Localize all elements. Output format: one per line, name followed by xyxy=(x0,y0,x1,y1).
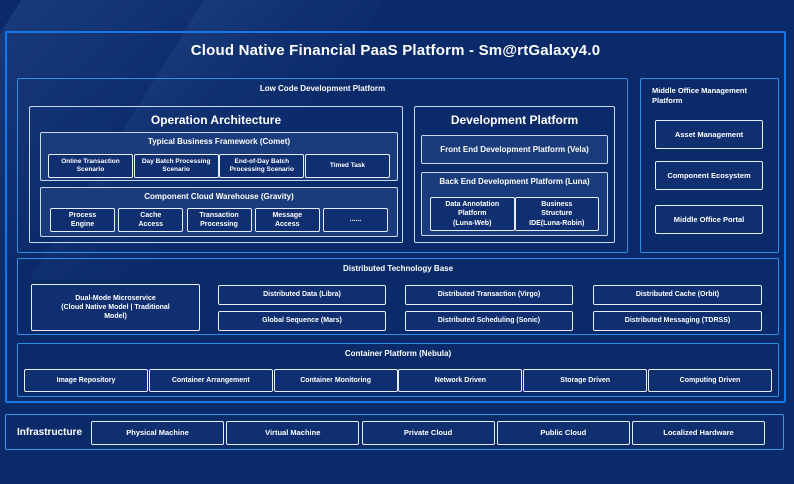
luna-items-row: Data Annotation Platform (Luna-Web) Busi… xyxy=(430,197,599,231)
middle-office-title: Middle Office Management Platform xyxy=(652,86,748,105)
dist-item-distributed-cache: Distributed Cache (Orbit) xyxy=(593,285,762,305)
dist-item-distributed-transaction: Distributed Transaction (Virgo) xyxy=(405,285,573,305)
front-end-platform-vela-box: Front End Development Platform (Vela) xyxy=(421,135,608,164)
middle-office-item-asset-management: Asset Management xyxy=(655,120,763,149)
comet-item-day-batch: Day Batch Processing Scenario xyxy=(133,154,219,178)
operation-architecture-title: Operation Architecture xyxy=(150,113,282,127)
dist-item-distributed-messaging: Distributed Messaging (TDRSS) xyxy=(593,311,762,331)
dual-mode-microservice-box: Dual-Mode Microservice (Cloud Native Mod… xyxy=(31,284,200,331)
gravity-item-transaction-processing: Transaction Processing xyxy=(186,208,252,232)
distributed-technology-base-title: Distributed Technology Base xyxy=(342,264,454,273)
infrastructure-label: Infrastructure xyxy=(17,426,83,438)
infra-item-private-cloud: Private Cloud xyxy=(361,421,495,445)
gravity-items-row: Process Engine Cache Access Transaction … xyxy=(50,208,388,232)
comet-item-end-of-day-batch: End-of-Day Batch Processing Scenario xyxy=(219,154,305,178)
comet-items-row: Online Transaction Scenario Day Batch Pr… xyxy=(48,154,390,178)
infra-item-localized-hardware: Localized Hardware xyxy=(632,421,765,445)
infrastructure-items-row: Physical Machine Virtual Machine Private… xyxy=(91,421,765,445)
operation-architecture-frame: Operation Architecture Typical Business … xyxy=(29,106,403,243)
infra-item-public-cloud: Public Cloud xyxy=(496,421,630,445)
infra-item-physical-machine: Physical Machine xyxy=(91,421,224,445)
middle-office-item-component-ecosystem: Component Ecosystem xyxy=(655,161,763,190)
typical-business-framework-panel: Typical Business Framework (Comet) Onlin… xyxy=(40,132,398,181)
low-code-section-title: Low Code Development Platform xyxy=(259,84,386,93)
gravity-item-message-access: Message Access xyxy=(254,208,320,232)
component-cloud-warehouse-title: Component Cloud Warehouse (Gravity) xyxy=(144,192,294,201)
container-item-container-monitoring: Container Monitoring xyxy=(273,369,398,392)
container-item-image-repository: Image Repository xyxy=(24,369,148,392)
back-end-platform-luna-panel: Back End Development Platform (Luna) Dat… xyxy=(421,172,608,236)
container-platform-title: Container Platform (Nebula) xyxy=(344,349,452,358)
page-title: Cloud Native Financial PaaS Platform - S… xyxy=(190,42,601,59)
container-item-container-arrangement: Container Arrangement xyxy=(148,369,273,392)
comet-item-timed-task: Timed Task xyxy=(304,154,390,178)
comet-item-online-transaction: Online Transaction Scenario xyxy=(48,154,133,178)
gravity-item-process-engine: Process Engine xyxy=(50,208,115,232)
middle-office-management-section: Middle Office Management Platform Asset … xyxy=(640,78,779,253)
container-item-computing-driven: Computing Driven xyxy=(647,369,772,392)
container-platform-section: Container Platform (Nebula) Image Reposi… xyxy=(17,343,779,397)
platform-container: Cloud Native Financial PaaS Platform - S… xyxy=(5,31,786,403)
development-platform-frame: Development Platform Front End Developme… xyxy=(414,106,615,243)
typical-business-framework-title: Typical Business Framework (Comet) xyxy=(147,137,291,146)
infrastructure-section: Infrastructure Physical Machine Virtual … xyxy=(5,414,784,450)
luna-item-data-annotation: Data Annotation Platform (Luna-Web) xyxy=(430,197,515,231)
low-code-development-platform-section: Low Code Development Platform Operation … xyxy=(17,78,628,253)
container-item-network-driven: Network Driven xyxy=(398,369,523,392)
gravity-item-ellipsis: ...... xyxy=(323,208,388,232)
container-platform-items-row: Image Repository Container Arrangement C… xyxy=(24,369,772,392)
infra-item-virtual-machine: Virtual Machine xyxy=(226,421,360,445)
dist-item-distributed-scheduling: Distributed Scheduling (Sonic) xyxy=(405,311,573,331)
development-platform-title: Development Platform xyxy=(450,113,579,127)
back-end-platform-luna-title: Back End Development Platform (Luna) xyxy=(439,177,590,186)
gravity-item-cache-access: Cache Access xyxy=(118,208,184,232)
middle-office-item-middle-office-portal: Middle Office Portal xyxy=(655,205,763,234)
component-cloud-warehouse-panel: Component Cloud Warehouse (Gravity) Proc… xyxy=(40,187,398,237)
dist-item-distributed-data: Distributed Data (Libra) xyxy=(218,285,386,305)
container-item-storage-driven: Storage Driven xyxy=(523,369,648,392)
distributed-technology-base-section: Distributed Technology Base Dual-Mode Mi… xyxy=(17,258,779,335)
luna-item-business-structure-ide: Business Structure IDE(Luna-Robin) xyxy=(514,197,599,231)
dist-item-global-sequence: Global Sequence (Mars) xyxy=(218,311,386,331)
